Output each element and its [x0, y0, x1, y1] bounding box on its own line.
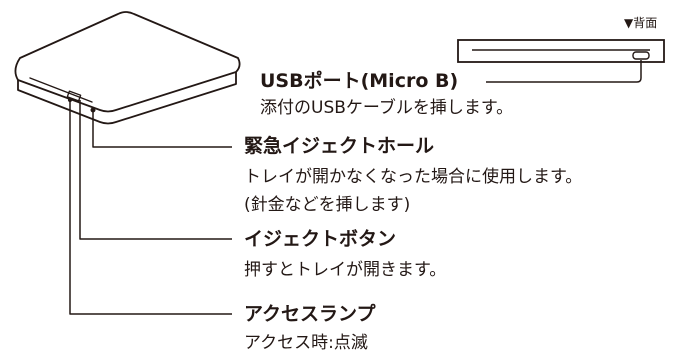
callout-lamp-desc: アクセス時:点滅 — [244, 333, 368, 353]
drive-rear-view — [457, 39, 665, 63]
leader-usb — [486, 60, 642, 83]
callout-lamp-title: アクセスランプ — [244, 303, 376, 325]
callout-emergency-desc-1: トレイが開かなくなった場合に使用します。 — [244, 167, 583, 187]
callout-emergency-desc-2: (針金などを挿します) — [244, 195, 411, 215]
rear-body — [457, 39, 665, 63]
drive-perspective — [14, 11, 241, 125]
emergency-hole-dot — [90, 107, 96, 113]
rear-view-label: ▼背面 — [624, 16, 658, 30]
drive-tray-slot — [29, 77, 93, 103]
eject-button-shape — [66, 90, 82, 102]
drive-front-edge — [17, 71, 237, 125]
drive-top-face — [14, 11, 241, 113]
callout-eject-desc: 押すとトレイが開きます。 — [244, 260, 447, 280]
rear-usb-port — [632, 51, 650, 60]
leader-eject — [79, 100, 232, 240]
leader-emergency — [92, 112, 232, 148]
callout-usb-desc: 添付のUSBケーブルを挿します。 — [260, 98, 514, 118]
callout-usb-title: USBポート(Micro B) — [260, 70, 459, 92]
callout-eject-title: イジェクトボタン — [244, 228, 397, 250]
callout-emergency-title: 緊急イジェクトホール — [244, 135, 435, 157]
leader-lamp — [69, 102, 232, 315]
access-lamp-dot — [67, 97, 73, 103]
